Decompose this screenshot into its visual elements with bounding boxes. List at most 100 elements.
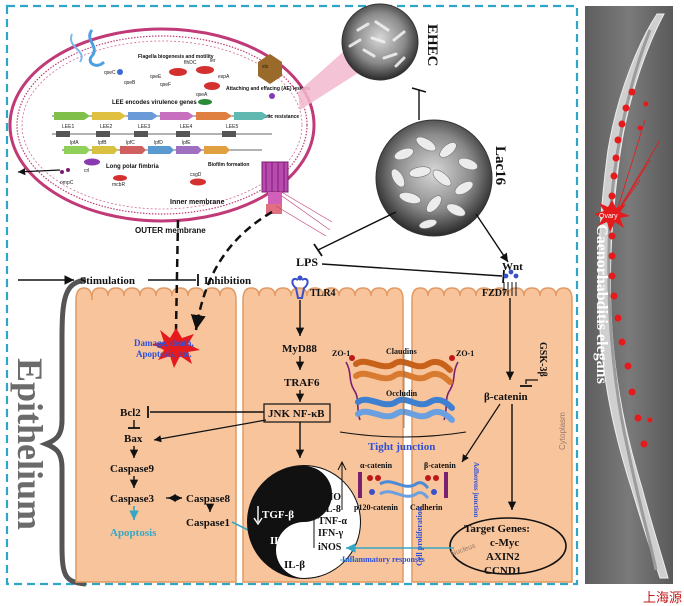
stimulation-label: Stimulation (80, 275, 135, 287)
tight-junction-label: Tight junction (368, 441, 435, 453)
damage-star (152, 328, 200, 368)
target-gene-2: AXIN2 (486, 551, 520, 563)
inhibition-label: Inhibition (204, 275, 251, 287)
svg-text:LEE3: LEE3 (138, 124, 150, 130)
inner-membrane (16, 35, 308, 215)
biofilm-label: Biofilm formation (208, 162, 249, 168)
epithelium-label: Epithelium (10, 358, 50, 530)
traf6-label: TRAF6 (284, 377, 320, 389)
worm-panel: Ovary Caenorhabditis elegans (585, 6, 673, 584)
legend: Stimulation Inhibition (18, 274, 251, 287)
lee-gene-track (52, 112, 272, 154)
beta-catenin-junction-label: β-catenin (424, 461, 456, 470)
cytoplasm-label: Cytoplasm (558, 412, 567, 450)
outer-membrane-label: OUTER membrane (135, 226, 206, 235)
caspase9-label: Caspase9 (110, 463, 155, 475)
il1b-label: IL-β (284, 559, 305, 571)
corner-watermark: 上海源 (642, 591, 682, 606)
antibiotic-label: Antibiotic resistance (250, 114, 299, 120)
cell-left (75, 287, 237, 583)
svg-text:lpfD: lpfD (154, 140, 163, 146)
svg-text:ler: ler (210, 58, 216, 64)
svg-text:csgD: csgD (190, 172, 202, 178)
inflammatory-label: Inflammatory responses (342, 555, 425, 564)
ehec-sem-image: EHEC (341, 3, 440, 81)
svg-text:lpfE: lpfE (182, 140, 191, 146)
myd88-label: MyD88 (282, 343, 317, 355)
svg-text:LEE5: LEE5 (226, 124, 238, 130)
caspase3-label: Caspase3 (110, 493, 155, 505)
tlr4-label: TLR4 (310, 288, 336, 299)
svg-text:qseB: qseB (124, 80, 136, 86)
bacteria-small-labels: qseC qseB flhDC ler qseE qseF espA stx q… (60, 58, 269, 188)
target-gene-1: c-Myc (490, 537, 519, 549)
apoptosis-label: Apoptosis (110, 527, 157, 539)
svg-text:lpfA: lpfA (70, 140, 79, 146)
il6-label: IL-6 (270, 535, 291, 547)
svg-text:stx: stx (262, 64, 269, 70)
svg-text:LEE4: LEE4 (180, 124, 192, 130)
attaching-label: Attaching and effacing (AE) lesions (226, 86, 310, 92)
epithelial-cells (75, 287, 573, 583)
proliferation-label: Cell proliferation (415, 506, 424, 566)
ovary-star (594, 200, 630, 232)
zo1-left-label: ZO-1 (332, 349, 350, 358)
yin-yang (247, 465, 361, 579)
secretion-system (261, 161, 333, 237)
gsk3b-label: GSK-3β (537, 342, 548, 377)
worm-title: Caenorhabditis elegans (593, 224, 610, 384)
occludin-label: Occludin (386, 389, 418, 398)
lps-label: LPS (296, 255, 318, 269)
fzd7-label: FZD7 (482, 288, 507, 299)
beta-catenin-label: β-catenin (484, 391, 528, 403)
svg-text:qseF: qseF (160, 82, 171, 88)
inner-membrane-label: Inner membrane (170, 199, 225, 206)
svg-text:qseA: qseA (196, 92, 208, 98)
bax-label: Bax (124, 433, 143, 445)
claudins-label: Claudins (386, 347, 417, 356)
epithelium-brace (39, 277, 87, 587)
svg-text:IFN-γ: IFN-γ (318, 528, 344, 539)
target-title: Target Genes: (464, 523, 530, 535)
svg-text:lpfC: lpfC (126, 140, 135, 146)
wnt-label: Wnt (502, 261, 523, 273)
fimbria-label: Long polar fimbria (106, 164, 159, 170)
target-gene-3: CCND1 (484, 565, 521, 577)
ovary-label: Ovary (599, 213, 618, 220)
ehec-bacterium: Flagella biogenesis and motility Attachi… (8, 27, 372, 237)
p120-label: p120-catenin (354, 503, 399, 512)
ehec-label: EHEC (424, 24, 440, 67)
cadherin-label: Cadherin (410, 503, 443, 512)
adherens-junction (358, 472, 448, 500)
svg-text:ompC: ompC (60, 180, 74, 186)
svg-text:qseC: qseC (104, 70, 116, 76)
svg-text:qseE: qseE (150, 74, 162, 80)
lac6-sem-image: Lac16 (375, 119, 508, 237)
caspase8-label: Caspase8 (186, 493, 231, 505)
worm-ovary-lines (615, 119, 661, 215)
svg-text:TNF-α: TNF-α (318, 516, 347, 527)
bcl2-label: Bcl2 (120, 407, 141, 419)
svg-text:lpfB: lpfB (98, 140, 107, 146)
fzd7-receptor (503, 269, 519, 296)
svg-text:IL-8: IL-8 (322, 504, 341, 515)
tight-junction (345, 352, 459, 428)
svg-text:espA: espA (218, 74, 230, 80)
zo1-right-label: ZO-1 (456, 349, 474, 358)
adherens-label: Adherens junction (472, 462, 480, 517)
jnk-nfkb-box (263, 403, 331, 423)
cell-right (411, 287, 573, 583)
tlr4-receptor (291, 275, 309, 299)
caspase1-label: Caspase1 (186, 517, 230, 529)
cytokine-list: NO IL-8 TNF-α IFN-γ iNOS (318, 492, 347, 553)
jnk-nfkb-label: JNK NF-κB (268, 408, 325, 420)
svg-text:mcbR: mcbR (112, 182, 125, 188)
svg-text:crl: crl (84, 168, 89, 174)
damage-label: Damage, death,Apoptosis, etc. (134, 338, 194, 359)
flagella-label: Flagella biogenesis and motility (138, 54, 214, 60)
lee-title: LEE encodes virulence genes (112, 100, 197, 106)
nucleus (449, 517, 567, 575)
dashed-frame (5, 4, 579, 586)
svg-text:LEE2: LEE2 (100, 124, 112, 130)
